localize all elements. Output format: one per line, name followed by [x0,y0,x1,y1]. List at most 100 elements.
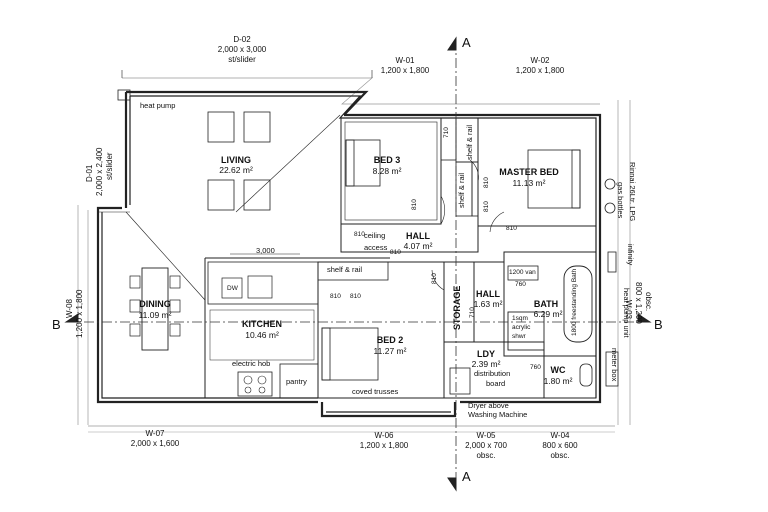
bath-area: 6.29 m² [533,309,563,319]
wc-walls [543,355,597,399]
dishwasher [221,277,243,299]
coved-trusses-label: coved trusses [352,387,399,396]
electric-hob-label: electric hob [232,359,271,368]
section-a-top: A [462,35,471,50]
door-810-wr-1: 810 [330,293,341,300]
hall-area: 4.07 m² [403,241,433,251]
wc-area: 1.80 m² [543,376,573,386]
section-a-bottom: A [462,469,471,484]
w06-size: 1,200 x 1,800 [359,441,409,450]
hall2-area: 1.63 m² [473,299,503,309]
w05-id: W-05 [476,431,496,440]
d01-note: st/slider [105,152,114,180]
w08-size: 1,200 x 1,800 [75,289,84,338]
bed3-area: 8.28 m² [372,166,402,176]
shower-label-2: acrylic [512,324,531,331]
d01-size: 2,000 x 2,400 [95,147,104,196]
ldy-area: 2.39 m² [471,359,501,369]
distribution-label-1: distribution [474,369,511,378]
dining-area: 11.09 m² [138,310,172,320]
door-810-hall2: 810 [390,249,401,256]
freestanding-bath-label: 1800 freestanding Bath [571,268,578,336]
d02-id: D-02 [233,35,251,44]
kitchen-label: KITCHEN [242,319,282,329]
w01-id: W-01 [395,56,415,65]
shower [507,311,545,351]
living-label: LIVING [220,155,252,165]
w04-id: W-04 [550,431,570,440]
door-810-bed3: 810 [411,199,418,210]
w04-note: obsc. [550,451,570,460]
shower-label-3: shwr [512,333,526,340]
door-710-storage: 710 [469,307,476,318]
van-label: 1200 van [509,269,536,276]
master-label: MASTER BED [499,167,559,177]
freestanding-bath [563,265,593,343]
exterior-walls [96,90,602,418]
w04-size: 800 x 600 [542,441,578,450]
w07-id: W-07 [145,429,165,438]
bed2-label: BED 2 [376,335,404,345]
bed2-shelf-label: shelf & rail [327,265,363,274]
d02-size: 2,000 x 3,000 [217,45,267,54]
bath-label: BATH [533,299,559,309]
w06-id: W-06 [374,431,394,440]
bed3-wardrobe [440,117,457,161]
d01-id: D-01 [85,164,94,182]
dw-label: DW [227,285,238,292]
bed3-walls [340,117,442,225]
w05-note: obsc. [476,451,496,460]
door-810-wr-2: 810 [350,293,361,300]
heat-pump-unit-label: heat pump unit [622,288,631,338]
infinity-label: infinity [626,244,635,266]
door-810-master-wr2: 810 [483,201,490,212]
ceiling-label: ceiling [364,231,386,240]
hob [237,371,273,397]
vanity [507,265,539,281]
door-760-wc: 760 [530,364,541,371]
door-810-bed2: 810 [431,273,438,284]
living-area: 22.62 m² [219,165,253,175]
w03-size: 800 x 1,200 [634,282,643,324]
shower-label-1: 1sqm [512,315,528,322]
bed2-walls [317,261,445,399]
w01-size: 1,200 x 1,800 [380,66,430,75]
dim-3000-label: 3,000 [256,246,275,255]
distribution-label-2: board [486,379,506,388]
shelf-rail-label-2: shelf & rail [465,124,474,160]
hall-label: HALL [406,231,430,241]
w05-size: 2,000 x 700 [465,441,507,450]
dining-table [141,267,169,351]
section-b-left: B [52,317,61,332]
sink [247,275,273,299]
meter-box-label: meter box [610,348,619,382]
w08-id: W-08 [65,299,74,318]
bed2-area: 11.27 m² [373,346,407,356]
d02-note: st/slider [228,55,256,64]
door-710-wardrobe: 710 [443,127,450,138]
door-810-hall: 810 [354,231,365,238]
dryer-label-1: Dryer above [468,401,509,410]
shelf-rail-label-1: shelf & rail [457,172,466,208]
master-area: 11.13 m² [512,178,546,188]
door-810-master: 810 [506,225,517,232]
w02-size: 1,200 x 1,800 [515,66,565,75]
heat-pump-label: heat pump [140,101,176,110]
rinnai-label: Rinnai 26Ltr. LPG [628,162,637,222]
ldy-label: LDY [477,349,495,359]
storage-label: STORAGE [452,285,462,330]
pantry-label: pantry [286,377,307,386]
access-label: access [364,243,388,252]
door-760-bath: 760 [515,281,526,288]
tub [449,367,471,395]
kitchen-area: 10.46 m² [245,330,279,340]
island [209,309,315,361]
w03-note: obsc. [644,292,653,312]
gas-bottles-label: gas bottles [616,182,625,219]
w02-id: W-02 [530,56,550,65]
hall2-label: HALL [476,289,500,299]
living-furniture [207,111,271,211]
toilet [579,363,593,387]
wc-label: WC [550,365,566,375]
